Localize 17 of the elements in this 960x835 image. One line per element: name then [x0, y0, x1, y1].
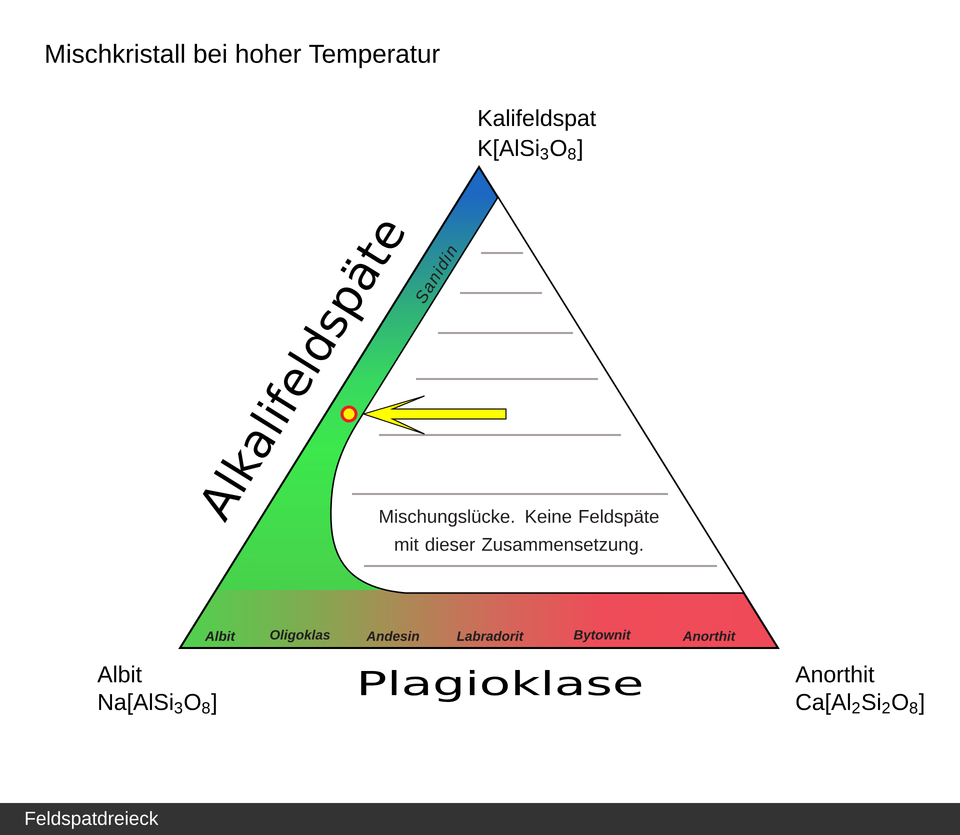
mineral-label: Bytownit	[574, 630, 631, 642]
mineral-label: Oligoklas	[270, 630, 330, 642]
mineral-label: Labradorit	[456, 631, 524, 641]
mineral-label: Andesin	[366, 631, 420, 641]
title: Mischkristall bei hoher Temperatur	[46, 44, 440, 68]
formula-label: K[AlSi$_{3}$O$_{8}$]	[479, 139, 582, 161]
marker-dot	[340, 406, 358, 422]
arrow	[362, 396, 506, 434]
vertex-label: Kalifeldspat	[479, 109, 596, 131]
footer-bar: Feldspatdreieck	[0, 803, 960, 835]
mineral-label: Albit	[204, 631, 236, 641]
vertex-label: Albit	[97, 666, 142, 682]
formula-label: Ca[Al$_{2}$Si$_{2}$O$_{8}$]	[796, 693, 924, 715]
band-label: Plagioklase	[361, 670, 642, 702]
formula-label: Na[AlSi$_{3}$O$_{8}$]	[99, 693, 216, 715]
vertex-label: Anorthit	[795, 666, 874, 682]
mineral-label: Anorthit	[682, 631, 736, 641]
